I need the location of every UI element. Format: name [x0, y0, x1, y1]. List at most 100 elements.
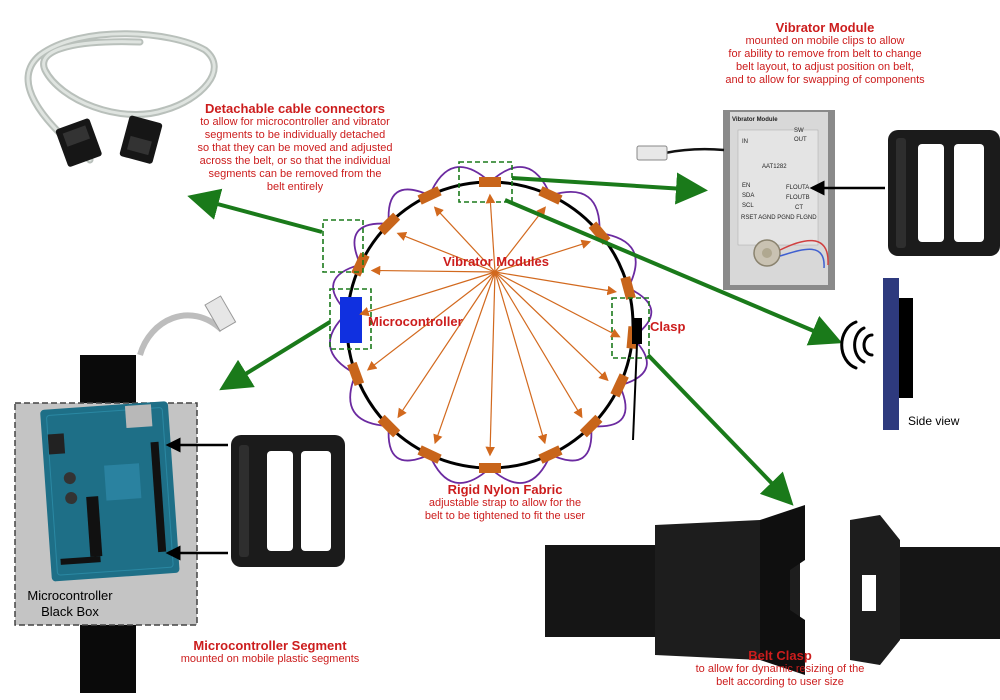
module-pointer-arrow	[397, 271, 496, 419]
microcontroller-label: Microcontroller	[368, 314, 472, 329]
wire-loop	[428, 166, 491, 196]
cable-title: Detachable cable connectors	[205, 101, 385, 116]
cable-desc-1: to allow for microcontroller and vibrato…	[200, 116, 390, 128]
pin-en: EN	[742, 183, 750, 189]
vibrator-module-label: Vibrator Module mounted on mobile clips …	[700, 20, 950, 87]
buckle-icon	[888, 130, 1000, 256]
ground-pins: RSET AGND PGND FLGND	[741, 215, 817, 221]
pin-out: OUT	[794, 137, 807, 143]
wire-loop	[550, 191, 601, 234]
vibrator-module-pad	[538, 445, 563, 464]
arduino-board-icon	[40, 401, 180, 582]
clasp-text: Clasp	[650, 319, 686, 334]
vibrator-module-pad	[620, 276, 636, 300]
cable-desc-4: across the belt, or so that the individu…	[199, 155, 391, 167]
segment-desc: mounted on mobile plastic segments	[180, 653, 360, 665]
module-pointer-arrow	[494, 271, 621, 338]
nylon-desc-2: belt to be tightened to fit the user	[424, 510, 586, 522]
module-pointer-arrow	[494, 271, 617, 296]
wire-loop	[591, 385, 627, 428]
wire-loop	[550, 426, 593, 462]
vibrator-module-pad	[479, 177, 501, 187]
cable-desc-2: segments to be individually detached	[204, 129, 386, 141]
pin-ct: CT	[795, 205, 803, 211]
module-pointer-arrow	[433, 271, 496, 445]
pin-in: IN	[742, 139, 748, 145]
black-box-line-1: Microcontroller	[27, 588, 113, 603]
side-view-icon	[883, 278, 913, 430]
module-pointer-arrow	[494, 206, 546, 273]
nylon-desc-1: adjustable strap to allow for the	[428, 497, 582, 509]
cable-desc-3: so that they can be moved and adjusted	[197, 142, 393, 154]
cable-desc-6: belt entirely	[266, 181, 324, 193]
vibrator-module-pad	[351, 252, 370, 277]
wire-loop	[387, 426, 430, 462]
clasp-block	[632, 318, 642, 344]
module-pointer-arrows	[359, 193, 621, 457]
side-view-label: Side view	[908, 414, 960, 428]
nylon-title: Rigid Nylon Fabric	[447, 482, 563, 497]
module-pointer-arrow	[359, 271, 496, 317]
module-pointer-arrow	[494, 239, 592, 273]
vibrator-modules-text: Vibrator Modules	[443, 254, 549, 269]
module-pointer-arrow	[485, 271, 496, 457]
module-pointer-arrow	[433, 206, 496, 273]
vibrator-module-pad	[588, 221, 611, 245]
vibrator-module-desc-4: and to allow for swapping of components	[725, 74, 925, 86]
module-pointer-arrow	[494, 271, 583, 419]
vibrator-module-pad	[377, 414, 401, 438]
black-box-line-2: Black Box	[41, 604, 99, 619]
wire-loop	[599, 232, 637, 289]
pin-sda: SDA	[742, 193, 754, 199]
vibrator-module-pad	[579, 414, 603, 438]
ethernet-cable-icon	[24, 30, 218, 167]
module-board-title: Vibrator Module	[732, 117, 778, 123]
belt-clasp-label: Belt Clasp to allow for dynamic resizing…	[665, 648, 895, 689]
vibrator-module-desc-1: mounted on mobile clips to allow	[745, 35, 905, 47]
vibrator-module-pad	[417, 445, 442, 464]
wire-loop	[428, 454, 491, 484]
vibrator-module-pad	[538, 186, 563, 205]
microcontroller-text: Microcontroller	[368, 314, 463, 329]
buckle-icon-lower	[231, 435, 345, 567]
callout-arrows	[187, 172, 843, 506]
vibrator-module-pad	[479, 463, 501, 473]
belt-clasp-desc-2: belt according to user size	[716, 676, 844, 688]
wire-loop	[489, 454, 552, 484]
wire-loop	[489, 166, 552, 196]
vibrator-module-pad	[417, 186, 442, 205]
cable-label: Detachable cable connectors to allow for…	[180, 101, 410, 194]
module-pointer-arrow	[396, 231, 496, 273]
cable-desc-5: segments can be removed from the	[208, 168, 382, 180]
vibrator-module-pad	[610, 373, 629, 398]
module-pointer-arrow	[485, 193, 496, 273]
pin-scl: SCL	[742, 203, 754, 209]
black-box-label: Microcontroller Black Box	[20, 588, 120, 620]
pin-flouta: FLOUTA	[786, 185, 809, 191]
wire-loop	[353, 222, 389, 265]
module-pointer-arrow	[370, 265, 496, 276]
vibrator-module-desc-2: for ability to remove from belt to chang…	[728, 48, 922, 60]
belt-clasp-desc-1: to allow for dynamic resizing of the	[695, 663, 865, 675]
module-pointer-arrow	[494, 271, 548, 445]
segment-title: Microcontroller Segment	[193, 638, 347, 653]
wire-loop	[619, 336, 648, 387]
clasp-label: Clasp	[650, 319, 700, 334]
vibrator-modules-label: Vibrator Modules	[436, 254, 556, 269]
microcontroller-block	[340, 297, 362, 343]
pin-sw: SW	[794, 128, 804, 134]
vibration-icon	[840, 320, 874, 370]
vibrator-module-pad	[377, 212, 401, 236]
vibrator-module-pad	[347, 361, 365, 386]
wire-loop	[387, 188, 430, 224]
segment-label: Microcontroller Segment mounted on mobil…	[170, 638, 370, 666]
vibrator-module-board	[636, 110, 885, 290]
wire-loop	[349, 373, 389, 428]
callout-boxes	[322, 161, 650, 359]
chip-label: AAT1282	[762, 164, 787, 170]
side-release-clasp-icon	[545, 505, 1000, 675]
module-pointer-arrow	[494, 271, 609, 382]
pin-floutb: FLOUTB	[786, 195, 810, 201]
vibrator-module-title: Vibrator Module	[775, 20, 875, 35]
